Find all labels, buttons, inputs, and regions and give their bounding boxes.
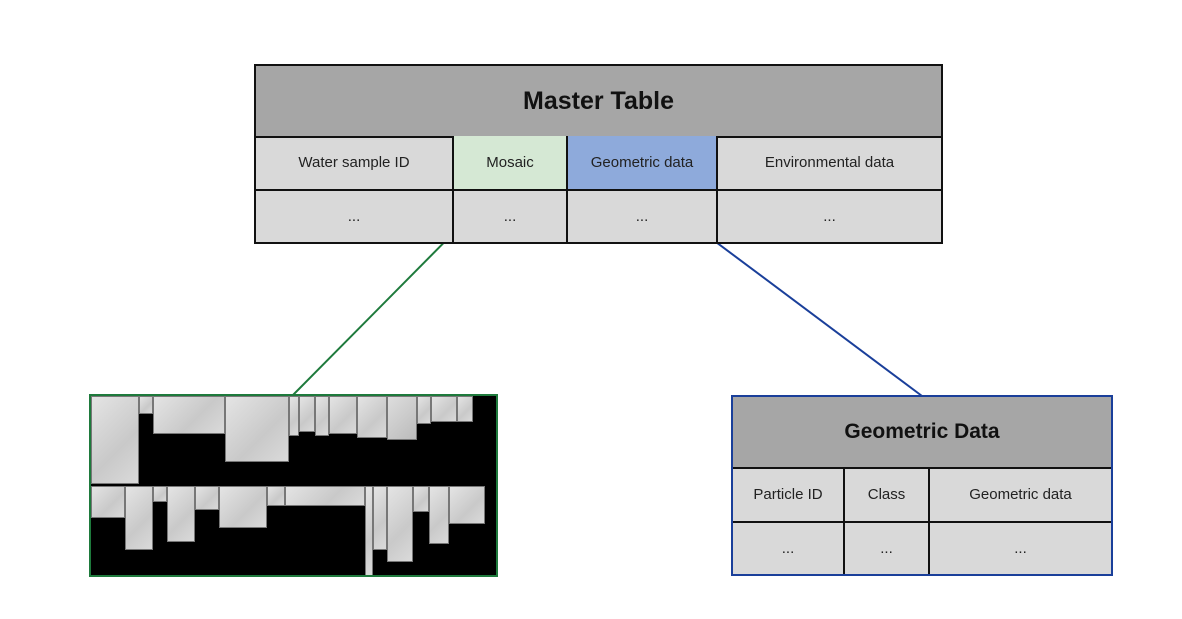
mosaic-tile <box>125 486 153 550</box>
mosaic-tile <box>365 486 373 575</box>
master-col-divider-2 <box>566 136 568 242</box>
mosaic-tile <box>457 396 473 422</box>
mosaic-tile <box>387 486 413 562</box>
mosaic-tile <box>431 396 457 422</box>
geometric-data-table: Geometric Data Particle ID Class Geometr… <box>731 395 1113 576</box>
geo-col-particle-id: Particle ID <box>753 485 823 503</box>
geo-col-class: Class <box>867 485 906 503</box>
geo-row-cell-2: ... <box>880 540 893 557</box>
geo-col-geometric-data: Geometric data <box>969 485 1072 503</box>
mosaic-tile <box>299 396 315 432</box>
master-row-cell-1: ... <box>347 208 361 225</box>
mosaic-tile <box>315 396 329 436</box>
master-col-divider-1 <box>452 136 454 242</box>
master-row-cell-2: ... <box>503 208 517 225</box>
geo-col-divider-2 <box>928 467 930 574</box>
mosaic-tile <box>357 396 387 438</box>
mosaic-tile <box>195 486 219 510</box>
master-table-title: Master Table <box>256 66 941 138</box>
mosaic-tile <box>267 486 285 506</box>
particle-mosaic-image <box>89 394 498 577</box>
mosaic-tile <box>387 396 417 440</box>
mosaic-tile <box>225 396 289 462</box>
mosaic-tile <box>449 486 485 524</box>
master-col-environmental-data: Environmental data <box>764 154 895 171</box>
mosaic-tile <box>289 396 299 436</box>
geo-row-divider <box>733 521 1111 523</box>
master-row-cell-4: ... <box>823 208 836 225</box>
master-col-mosaic: Mosaic <box>454 136 566 189</box>
master-row-cell-3: ... <box>635 208 649 225</box>
mosaic-tile <box>167 486 195 542</box>
master-col-geometric-data: Geometric data <box>568 136 716 189</box>
mosaic-tile <box>219 486 267 528</box>
mosaic-tile <box>285 486 365 506</box>
mosaic-tile <box>429 486 449 544</box>
master-table: Master Table Water sample ID Mosaic Geom… <box>254 64 943 244</box>
geo-col-divider-1 <box>843 467 845 574</box>
geometric-table-title: Geometric Data <box>733 397 1111 469</box>
geo-row-cell-3: ... <box>1014 540 1027 557</box>
mosaic-tile <box>91 396 139 484</box>
mosaic-tile <box>417 396 431 424</box>
mosaic-tile <box>153 486 167 502</box>
mosaic-tile <box>153 396 225 434</box>
mosaic-tile <box>91 486 125 518</box>
geo-row-cell-1: ... <box>781 540 795 557</box>
master-col-divider-3 <box>716 136 718 242</box>
mosaic-tile <box>139 396 153 414</box>
mosaic-tile <box>413 486 429 512</box>
master-row-divider <box>256 189 941 191</box>
mosaic-tile <box>373 486 387 550</box>
master-col-water-sample-id: Water sample ID <box>298 154 410 171</box>
mosaic-tile <box>329 396 357 434</box>
